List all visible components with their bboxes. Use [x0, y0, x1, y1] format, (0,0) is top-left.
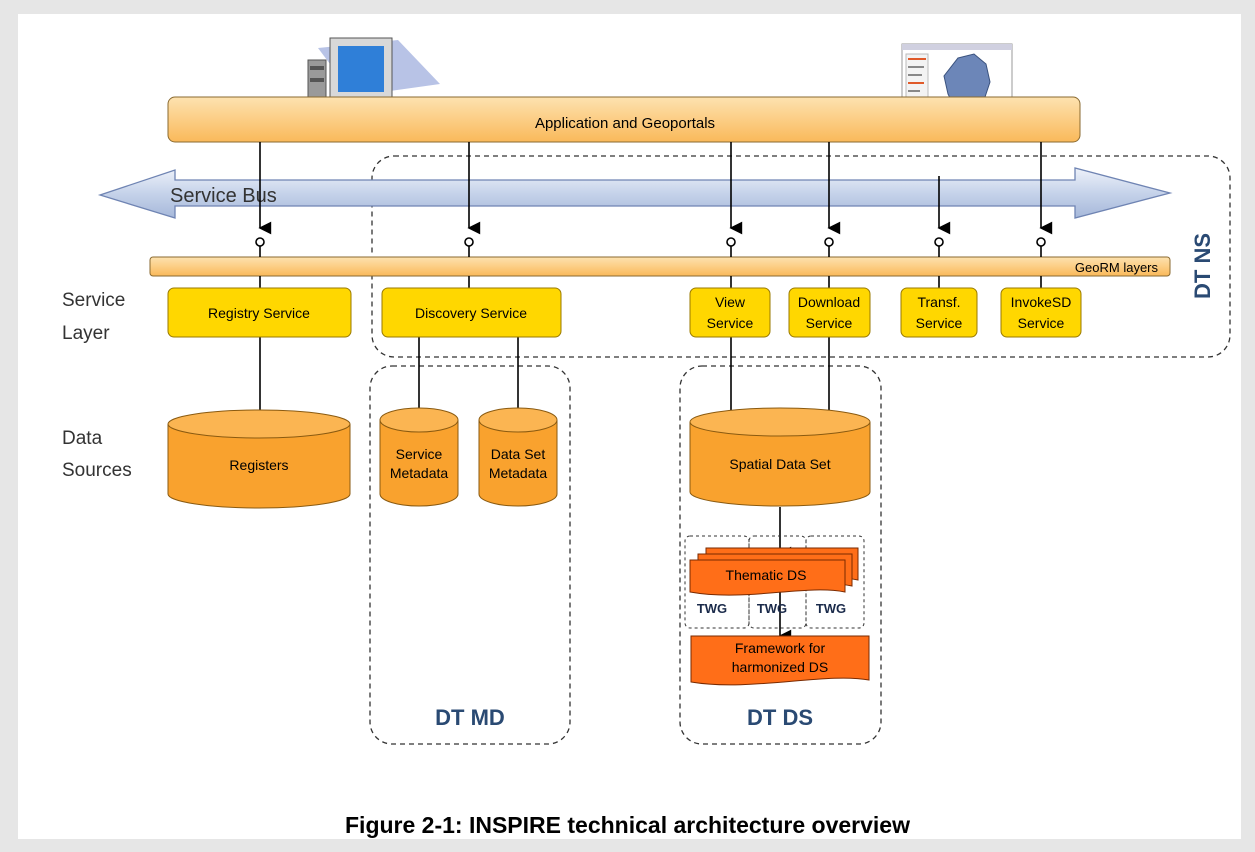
svg-text:Service: Service: [62, 290, 125, 311]
twg-labels: TWG TWG TWG: [697, 601, 846, 616]
svg-text:Registry Service: Registry Service: [208, 305, 310, 321]
svg-text:Discovery Service: Discovery Service: [415, 305, 527, 321]
service-bus-arrow: [97, 167, 1173, 219]
download-service: Download Service: [788, 287, 871, 338]
svg-text:Spatial Data Set: Spatial Data Set: [729, 456, 830, 472]
svg-text:Data: Data: [62, 428, 103, 449]
interface-circles: [255, 237, 1046, 247]
svg-text:Metadata: Metadata: [489, 465, 548, 481]
svg-text:Service: Service: [806, 315, 853, 331]
row-label-data-sources: Data Sources: [62, 428, 132, 481]
group-label-ds: DT DS: [747, 705, 813, 730]
row-label-service-layer: Service Layer: [62, 290, 125, 344]
service-metadata-db: Service Metadata: [379, 407, 459, 507]
registers-db: Registers: [167, 409, 351, 509]
dataset-metadata-db: Data Set Metadata: [478, 407, 558, 507]
svg-text:TWG: TWG: [757, 601, 787, 616]
svg-text:Download: Download: [798, 294, 860, 310]
service-bus-label: Service Bus: [170, 185, 277, 207]
svg-text:TWG: TWG: [816, 601, 846, 616]
thematic-ds: Thematic DS: [689, 547, 859, 596]
svg-text:Framework for: Framework for: [735, 640, 826, 656]
group-label-md: DT MD: [435, 705, 505, 730]
svg-text:Thematic DS: Thematic DS: [726, 567, 807, 583]
svg-text:TWG: TWG: [697, 601, 727, 616]
svg-text:Layer: Layer: [62, 323, 110, 344]
registry-service: Registry Service: [167, 287, 352, 338]
application-bar: [167, 96, 1081, 143]
svg-text:Transf.: Transf.: [917, 294, 960, 310]
svg-text:View: View: [715, 294, 746, 310]
connectors: [258, 142, 1053, 643]
application-bar-label: Application and Geoportals: [535, 115, 715, 132]
svg-text:Registers: Registers: [229, 457, 288, 473]
georm-bar: [149, 256, 1171, 277]
svg-text:Service: Service: [396, 446, 443, 462]
svg-text:Metadata: Metadata: [390, 465, 449, 481]
svg-text:InvokeSD: InvokeSD: [1011, 294, 1072, 310]
georm-label: GeoRM layers: [1075, 260, 1159, 275]
svg-text:Service: Service: [916, 315, 963, 331]
discovery-service: Discovery Service: [381, 287, 562, 338]
spatial-dataset-db: Spatial Data Set: [689, 407, 871, 507]
group-label-ns: DT NS: [1190, 233, 1215, 299]
svg-text:Data Set: Data Set: [491, 446, 546, 462]
svg-text:harmonized DS: harmonized DS: [732, 659, 829, 675]
transf-service: Transf. Service: [900, 287, 978, 338]
figure-caption: Figure 2-1: INSPIRE technical architectu…: [345, 812, 910, 838]
svg-text:Service: Service: [707, 315, 754, 331]
view-service: View Service: [689, 287, 771, 338]
svg-text:Service: Service: [1018, 315, 1065, 331]
framework-doc: Framework for harmonized DS: [690, 635, 870, 686]
group-ds-box: [679, 365, 882, 745]
svg-text:Sources: Sources: [62, 460, 132, 481]
invokesd-service: InvokeSD Service: [1000, 287, 1082, 338]
